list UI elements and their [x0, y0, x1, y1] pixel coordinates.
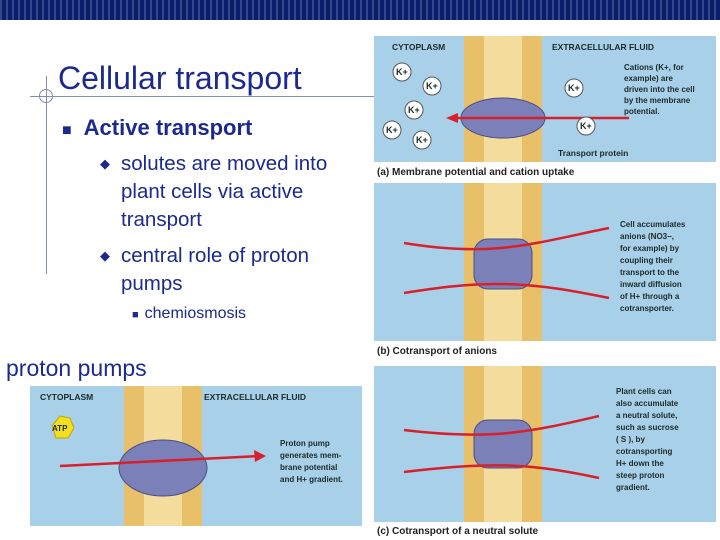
extracellular-label: EXTRACELLULAR FLUID	[204, 392, 306, 402]
svg-text:gradient.: gradient.	[616, 483, 650, 492]
svg-text:H+ down the: H+ down the	[616, 459, 664, 468]
caption-b: (b) Cotransport of anions	[377, 346, 497, 357]
svg-text:anions (NO3−,: anions (NO3−,	[620, 232, 674, 241]
sub-bullet-text: solutes are moved into plant cells via a…	[121, 152, 328, 231]
panel-a-cation-uptake: CYTOPLASM EXTRACELLULAR FLUID K+ K+ K+ K…	[374, 36, 716, 162]
svg-text:inward diffusion: inward diffusion	[620, 280, 682, 289]
solute-arrow	[403, 414, 600, 436]
proton-pump-figure: ATP CYTOPLASM EXTRACELLULAR FLUID Proton…	[40, 386, 343, 526]
caption-c: (c) Cotransport of a neutral solute	[377, 526, 539, 537]
svg-text:Cell accumulates: Cell accumulates	[620, 220, 686, 229]
sub-sub-bullet-text: chemiosmosis	[144, 305, 247, 322]
title-underline	[30, 96, 375, 97]
svg-text:potential.: potential.	[624, 107, 660, 116]
anion-arrow	[403, 226, 610, 251]
crosshair-icon	[39, 89, 53, 103]
svg-text:such as sucrose: such as sucrose	[616, 423, 679, 432]
extracellular-label: EXTRACELLULAR FLUID	[552, 42, 654, 52]
small-square-bullet-icon: ■	[132, 309, 139, 321]
svg-text:cotransporting: cotransporting	[616, 447, 673, 456]
title-vertical-rule	[46, 76, 47, 274]
svg-text:for example) by: for example) by	[620, 244, 680, 253]
svg-text:Proton pump: Proton pump	[280, 439, 330, 448]
atp-burst-icon	[51, 415, 75, 439]
svg-text:and H+ gradient.: and H+ gradient.	[280, 475, 343, 484]
panel-c-note: Plant cells can also accumulate a neutra…	[616, 387, 679, 492]
panel-a-note: Cations (K+, for example) are driven int…	[624, 63, 695, 116]
svg-text:transport to the: transport to the	[620, 268, 680, 277]
cytoplasm-label: CYTOPLASM	[392, 42, 445, 52]
bullet-text: Active transport	[83, 115, 253, 140]
cotransporter	[473, 419, 533, 469]
panel-b-anion-cotransport: Cell accumulates anions (NO3−, for examp…	[374, 183, 716, 341]
diamond-bullet-icon: ◆	[100, 248, 110, 263]
svg-text:Plant cells can: Plant cells can	[616, 387, 672, 396]
proton-arrow	[403, 282, 610, 300]
k-ion: K+	[408, 105, 420, 115]
panel-c-figure: Plant cells can also accumulate a neutra…	[403, 366, 679, 522]
sub-bullet-text: central role of proton pumps	[121, 244, 310, 295]
bullet-active-transport: ■ Active transport	[62, 115, 252, 141]
svg-text:( S ), by: ( S ), by	[616, 435, 645, 444]
proton-pump-note: Proton pump generates mem- brane potenti…	[280, 439, 343, 484]
svg-text:also accumulate: also accumulate	[616, 399, 679, 408]
k-ion: K+	[416, 135, 428, 145]
diamond-bullet-icon: ◆	[100, 156, 110, 171]
svg-text:of H+ through a: of H+ through a	[620, 292, 680, 301]
ion-group: K+ K+ K+ K+ K+ K+ K+	[382, 62, 596, 150]
svg-text:by the membrane: by the membrane	[624, 96, 691, 105]
top-banner	[0, 0, 720, 20]
svg-text:example) are: example) are	[624, 74, 673, 83]
svg-text:a neutral solute,: a neutral solute,	[616, 411, 677, 420]
banner-pattern	[0, 0, 720, 20]
panel-b-figure: Cell accumulates anions (NO3−, for examp…	[403, 183, 686, 341]
svg-text:Cations (K+, for: Cations (K+, for	[624, 63, 684, 72]
panel-c-neutral-solute: Plant cells can also accumulate a neutra…	[374, 366, 716, 522]
proton-arrow	[403, 464, 600, 480]
k-ion: K+	[568, 83, 580, 93]
panel-proton-pump: ATP CYTOPLASM EXTRACELLULAR FLUID Proton…	[30, 386, 362, 526]
svg-text:generates mem-: generates mem-	[280, 451, 342, 460]
sub-bullet-solutes: ◆ solutes are moved into plant cells via…	[100, 150, 351, 234]
arrow-head	[446, 113, 458, 123]
transport-protein-label: Transport protein	[558, 148, 628, 158]
caption-a: (a) Membrane potential and cation uptake	[377, 167, 575, 178]
k-ion: K+	[396, 67, 408, 77]
svg-text:steep proton: steep proton	[616, 471, 665, 480]
slide-title: Cellular transport	[58, 60, 302, 96]
panel-b-note: Cell accumulates anions (NO3−, for examp…	[620, 220, 686, 313]
proton-pump	[118, 439, 208, 497]
atp-label: ATP	[52, 424, 68, 433]
proton-pumps-label: proton pumps	[6, 355, 147, 381]
k-ion: K+	[386, 125, 398, 135]
cytoplasm-label: CYTOPLASM	[40, 392, 93, 402]
sub-bullet-proton-pumps: ◆ central role of proton pumps	[100, 242, 351, 298]
pump-arrow	[59, 454, 261, 468]
arrow-head	[254, 450, 266, 462]
sub-sub-bullet-chemiosmosis: ■ chemiosmosis	[132, 305, 246, 323]
svg-text:driven into the cell: driven into the cell	[624, 85, 695, 94]
k-ion: K+	[580, 121, 592, 131]
cotransporter	[473, 238, 533, 290]
square-bullet-icon: ■	[62, 122, 72, 139]
svg-text:cotransporter.: cotransporter.	[620, 304, 674, 313]
svg-text:brane potential: brane potential	[280, 463, 337, 472]
panel-a-figure: CYTOPLASM EXTRACELLULAR FLUID K+ K+ K+ K…	[382, 36, 695, 162]
k-ion: K+	[426, 81, 438, 91]
svg-text:coupling their: coupling their	[620, 256, 673, 265]
